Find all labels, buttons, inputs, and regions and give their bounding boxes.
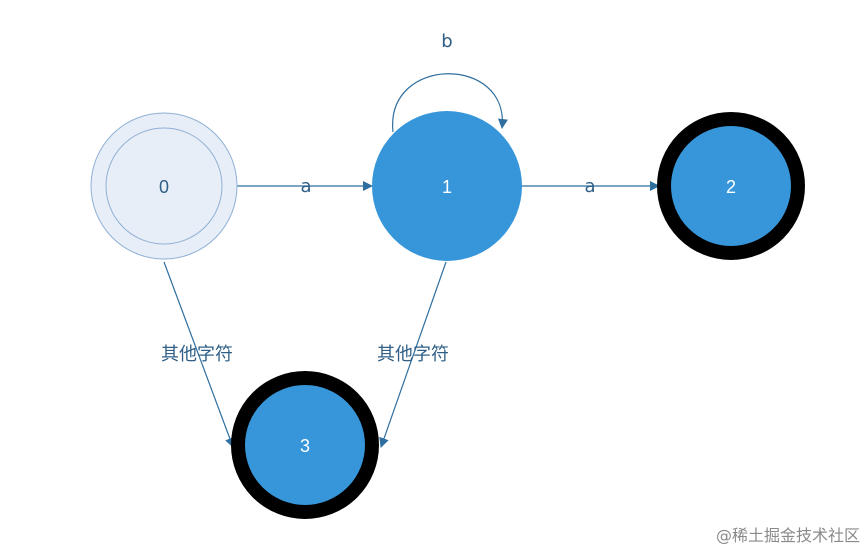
node-label-0: 0	[159, 177, 169, 197]
edge-0-3	[163, 261, 235, 448]
edge-label-1-1: b	[441, 31, 452, 52]
node-2: 2	[657, 112, 805, 260]
edge-label-1-2: a	[584, 176, 595, 197]
watermark: @稀土掘金技术社区	[715, 526, 860, 545]
node-3: 3	[231, 371, 379, 519]
edge-label-1-3: 其他字符	[377, 344, 449, 365]
edge-label-0-3: 其他字符	[161, 344, 233, 365]
node-label-2: 2	[726, 177, 736, 197]
node-label-1: 1	[442, 177, 452, 197]
edge-1-1-loop	[392, 73, 508, 133]
node-0: 0	[90, 112, 238, 260]
edge-label-0-1: a	[300, 176, 311, 197]
node-1: 1	[372, 111, 522, 261]
node-label-3: 3	[300, 436, 310, 456]
edge-1-3	[379, 261, 447, 448]
